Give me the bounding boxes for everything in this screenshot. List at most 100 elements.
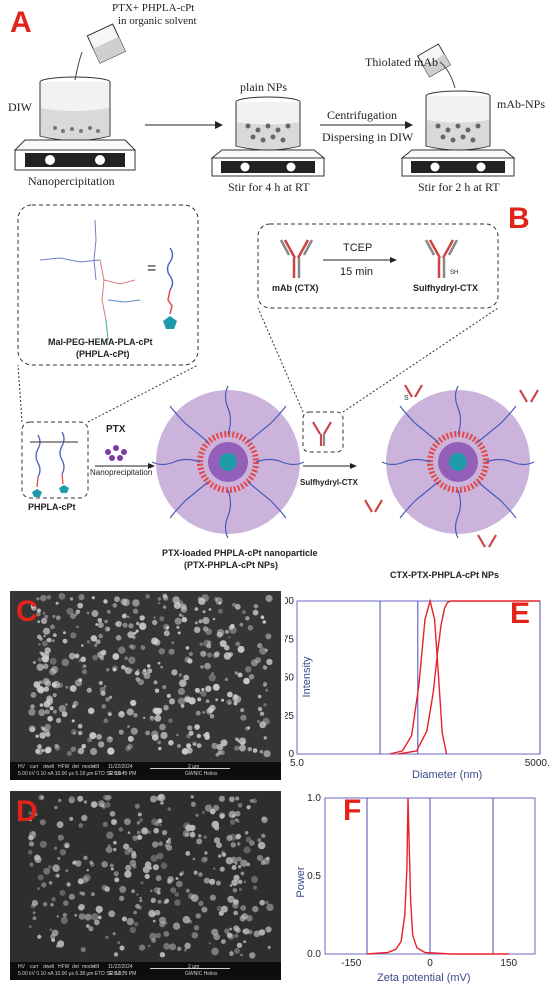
sem-particle — [215, 752, 220, 757]
sem-particle — [84, 913, 92, 921]
sem-c-mode: mode — [82, 764, 95, 770]
sem-particle — [52, 680, 60, 689]
sem-particle — [51, 665, 59, 674]
sem-particle — [119, 895, 125, 901]
chart-f-ytick-0: 0.0 — [307, 949, 321, 960]
sem-c-values: 5.00 kV 0.10 nA 10.00 µs 5.18 µm ETD SE … — [18, 771, 125, 777]
sem-particle — [106, 736, 114, 743]
sem-particle — [214, 825, 220, 831]
sem-particle — [224, 677, 229, 682]
sem-particle — [162, 605, 167, 609]
sem-particle — [79, 891, 83, 895]
sem-particle — [98, 633, 103, 639]
sem-particle — [179, 679, 187, 687]
sem-particle — [211, 742, 218, 750]
sem-particle — [133, 713, 138, 718]
sem-particle — [129, 926, 136, 934]
sem-particle — [180, 603, 187, 610]
sem-particle — [195, 710, 201, 716]
sem-particle — [250, 659, 258, 667]
beaker-3 — [425, 90, 491, 151]
sem-particle — [71, 729, 77, 735]
sem-particle — [74, 653, 80, 659]
sem-particle — [220, 739, 228, 747]
sem-c-scale-bar — [150, 768, 230, 769]
sem-particle — [218, 910, 224, 916]
sem-d-hfw: HFW — [58, 964, 70, 970]
sem-particle — [120, 711, 124, 715]
sem-particle — [259, 647, 267, 655]
sem-particle — [45, 746, 52, 753]
sem-particle — [94, 919, 100, 926]
chart-e-ytick-3: 75 — [285, 634, 294, 645]
sem-particle — [143, 672, 151, 680]
sem-particle — [108, 910, 116, 918]
sem-particle — [132, 864, 137, 869]
sem-particle — [160, 862, 168, 869]
sem-particle — [163, 704, 169, 711]
sem-particle — [202, 711, 206, 714]
sem-particle — [182, 830, 190, 837]
sem-d-instrument: GWNIC Helios — [185, 971, 218, 977]
np1-label-line2: (PTX-PHPLA-cPt NPs) — [184, 560, 279, 570]
sem-particle — [81, 743, 86, 749]
sem-particle — [199, 642, 204, 646]
sem-particle — [56, 915, 59, 918]
phpla-label: PHPLA-cPt — [28, 502, 76, 512]
sem-particle — [86, 687, 92, 693]
sem-particle — [143, 668, 147, 672]
sem-particle — [185, 646, 190, 650]
sem-particle — [91, 610, 99, 617]
sem-particle — [37, 657, 43, 662]
sem-particle — [218, 795, 225, 802]
sem-particle — [28, 811, 32, 815]
sem-particle — [234, 948, 240, 954]
sem-particle — [65, 703, 68, 706]
sem-particle — [193, 925, 200, 931]
sem-particle — [176, 880, 183, 888]
sem-particle — [57, 857, 61, 860]
sem-particle — [257, 838, 262, 843]
sem-particle — [103, 685, 107, 688]
sem-particle — [150, 715, 153, 719]
sem-particle — [108, 844, 111, 847]
sem-particle — [101, 884, 108, 891]
panel-a: A — [0, 0, 550, 200]
chart-f-series-0 — [366, 797, 509, 955]
sem-particle — [193, 742, 197, 746]
sem-particle — [220, 905, 228, 913]
sem-particle — [152, 919, 156, 923]
solvent-label-line1: PTX+ PHPLA-cPt — [112, 2, 195, 14]
sem-particle — [224, 629, 230, 634]
sem-particle — [42, 627, 51, 635]
sem-particle — [28, 708, 36, 716]
sem-particle — [239, 744, 246, 752]
sem-particle — [41, 727, 46, 732]
sem-particle — [63, 631, 66, 635]
sem-c-det: det — [72, 764, 79, 770]
sem-particle — [246, 915, 253, 922]
sem-particle — [128, 623, 134, 629]
sem-particle — [203, 877, 210, 884]
sem-particle — [235, 796, 240, 801]
sem-particle — [162, 685, 167, 690]
sem-particle — [213, 867, 216, 870]
sem-particle — [177, 946, 182, 951]
sem-particle — [133, 631, 137, 635]
ptx-icon — [105, 445, 127, 461]
sem-particle — [139, 944, 146, 951]
sem-particle — [158, 648, 165, 655]
sem-particle — [243, 880, 247, 884]
sem-particle — [265, 900, 269, 905]
sem-particle — [229, 927, 233, 931]
sem-particle — [227, 691, 233, 698]
sem-particle — [147, 830, 151, 834]
chart-f-xtick-2: 150 — [500, 958, 517, 969]
sem-particle — [201, 906, 208, 913]
sem-particle — [237, 645, 245, 653]
stirrer-plate-3 — [400, 149, 516, 177]
sem-particle — [139, 818, 144, 822]
sem-particle — [157, 661, 161, 665]
